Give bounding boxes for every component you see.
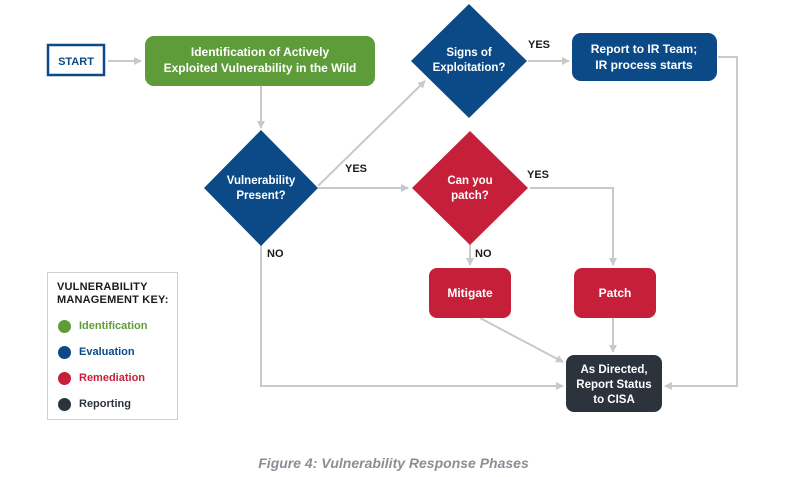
svg-text:Report Status: Report Status	[576, 379, 651, 391]
key-label-evaluation: Evaluation	[79, 346, 135, 358]
svg-text:patch?: patch?	[451, 190, 489, 202]
svg-text:Identification of Actively: Identification of Actively	[191, 45, 330, 59]
key-title-line-2: MANAGEMENT KEY:	[57, 294, 169, 306]
report-cisa-node: As Directed, Report Status to CISA	[566, 355, 662, 412]
label-no-present: NO	[267, 248, 284, 260]
key-item-remediation: Remediation	[58, 370, 145, 386]
identification-node: Identification of Actively Exploited Vul…	[145, 36, 375, 86]
key-item-evaluation: Evaluation	[58, 344, 135, 360]
svg-text:Exploited Vulnerability in the: Exploited Vulnerability in the Wild	[164, 61, 357, 75]
management-key: VULNERABILITY MANAGEMENT KEY: Identifica…	[47, 272, 178, 420]
connectors	[108, 56, 738, 390]
svg-text:Report to IR Team;: Report to IR Team;	[591, 42, 697, 56]
key-dot-remediation	[58, 371, 71, 385]
patch-node: Patch	[574, 268, 656, 318]
can-you-patch-node: Can you patch?	[412, 131, 528, 245]
signs-of-exploitation-node: Signs of Exploitation?	[411, 4, 527, 118]
svg-text:to CISA: to CISA	[593, 394, 635, 406]
key-item-identification: Identification	[58, 318, 147, 334]
label-yes-signs: YES	[528, 39, 550, 51]
svg-text:Signs of: Signs of	[446, 47, 492, 59]
svg-text:As Directed,: As Directed,	[580, 364, 647, 376]
label-no-patch: NO	[475, 248, 492, 260]
svg-text:IR process starts: IR process starts	[595, 58, 693, 72]
key-label-reporting: Reporting	[79, 398, 131, 410]
key-label-identification: Identification	[79, 320, 148, 332]
figure-caption: Figure 4: Vulnerability Response Phases	[258, 455, 529, 471]
svg-text:Patch: Patch	[599, 286, 632, 300]
report-ir-node: Report to IR Team; IR process starts	[572, 33, 717, 81]
arrow-can-patch-to-patch	[530, 187, 617, 266]
svg-text:Can you: Can you	[447, 175, 492, 187]
key-dot-reporting	[58, 397, 71, 411]
mitigate-node: Mitigate	[429, 268, 511, 318]
svg-text:START: START	[58, 56, 94, 68]
svg-text:Vulnerability: Vulnerability	[227, 175, 296, 187]
key-title-line-1: VULNERABILITY	[57, 281, 148, 293]
start-node: START	[46, 43, 106, 77]
key-item-reporting: Reporting	[58, 396, 131, 412]
arrow-mitigate-to-cisa	[479, 317, 564, 363]
key-dot-identification	[58, 319, 71, 333]
key-label-remediation: Remediation	[79, 372, 146, 384]
label-yes-patch: YES	[527, 169, 549, 181]
arrow-report-ir-to-cisa	[664, 56, 738, 390]
svg-text:Present?: Present?	[236, 190, 285, 202]
key-dot-evaluation	[58, 345, 71, 359]
key-title: VULNERABILITY MANAGEMENT KEY:	[57, 281, 177, 307]
arrow-present-no-to-cisa	[260, 245, 564, 390]
label-yes-present: YES	[345, 163, 367, 175]
svg-text:Mitigate: Mitigate	[447, 286, 493, 300]
svg-text:Exploitation?: Exploitation?	[433, 62, 506, 74]
arrow-present-to-signs	[317, 80, 426, 187]
vulnerability-present-node: Vulnerability Present?	[204, 130, 318, 246]
